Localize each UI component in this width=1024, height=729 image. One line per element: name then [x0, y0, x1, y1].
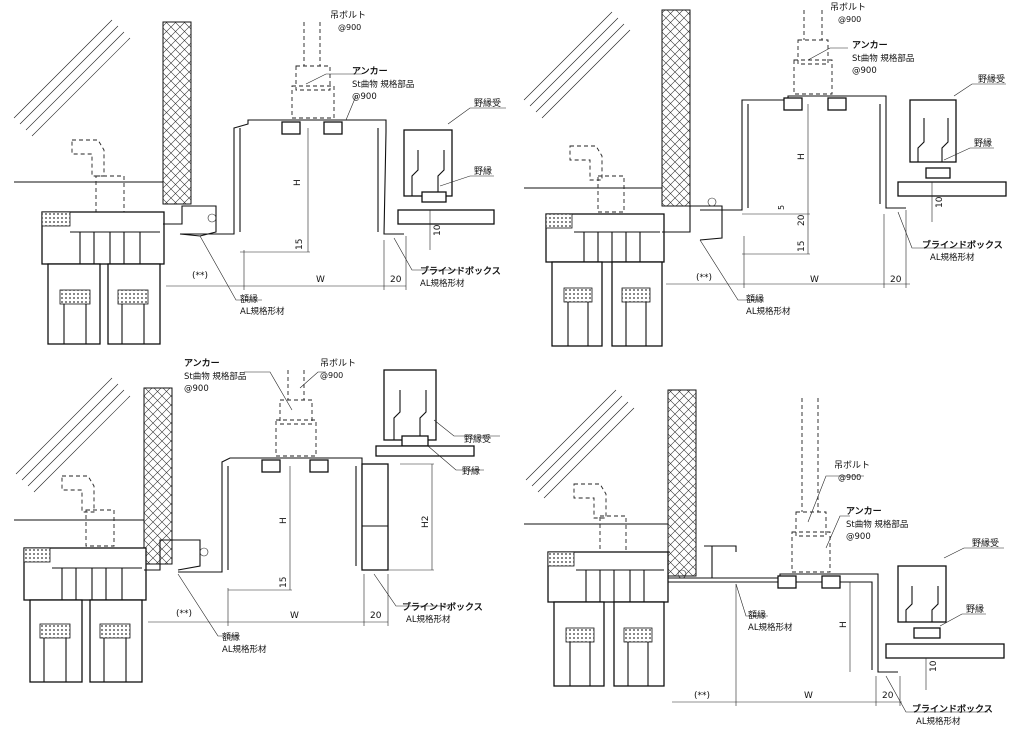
concrete-wall	[661, 9, 691, 207]
dim-w: W	[804, 691, 813, 701]
concrete-wall	[162, 21, 192, 205]
dim-15: 15	[295, 239, 305, 250]
anchor-pitch: @900	[846, 532, 871, 542]
blind-box-label: ブラインドボックス	[420, 265, 501, 277]
dim-15: 15	[279, 577, 289, 588]
anchor-pitch: @900	[352, 92, 377, 102]
blind-box	[668, 573, 898, 673]
anchor-pitch: @900	[852, 66, 877, 76]
trim-frame	[704, 545, 737, 578]
dim-w: W	[316, 275, 325, 285]
bolt-label: 吊ボルト	[330, 10, 366, 21]
anchor-spec: St曲物 規格部品	[852, 53, 914, 64]
frame-label: 額縁	[748, 609, 766, 621]
detail-3: 吊ボルト @900 アンカー St曲物 規格部品 @900 野縁受 野縁 ブライ…	[14, 358, 500, 683]
dim-note: (**)	[192, 271, 208, 281]
furring-label: 野縁	[462, 465, 480, 477]
sash-frame	[545, 213, 665, 347]
furring-receiver-label: 野縁受	[464, 433, 491, 445]
bolt-label: 吊ボルト	[320, 358, 356, 369]
anchor-spec: St曲物 規格部品	[184, 371, 246, 382]
glass-hatch	[13, 19, 131, 137]
frame-material: AL規格形材	[222, 644, 267, 655]
sash-frame	[547, 551, 669, 687]
frame-material: AL規格形材	[746, 306, 791, 317]
furring-receiver-label: 野縁受	[972, 537, 999, 549]
bolt-pitch: @900	[320, 371, 343, 380]
dim-20: 20	[890, 275, 902, 285]
sash-frame	[23, 547, 147, 683]
concrete-wall	[667, 389, 697, 577]
glass-hatch	[525, 389, 635, 499]
dim-20: 20	[390, 275, 402, 285]
anchor-label: アンカー	[852, 40, 888, 51]
anchor-label: アンカー	[184, 358, 220, 369]
dim-h: H	[797, 153, 807, 160]
detail-4: 吊ボルト @900 アンカー St曲物 規格部品 @900 野縁受 野縁 ブライ…	[524, 389, 1005, 727]
blind-box-material: AL規格形材	[930, 252, 975, 263]
dim-20-upper: 20	[797, 214, 807, 226]
dim-note: (**)	[696, 273, 712, 283]
frame-label: 額縁	[746, 293, 764, 305]
frame-label: 額縁	[222, 631, 240, 643]
bolt-pitch: @900	[838, 473, 861, 482]
blind-box-material: AL規格形材	[406, 614, 451, 625]
detail-2: 吊ボルト @900 アンカー St曲物 規格部品 @900 野縁受 野縁 ブライ…	[523, 2, 1007, 347]
trim-frame	[144, 539, 201, 571]
frame-material: AL規格形材	[240, 306, 285, 317]
anchor-spec: St曲物 規格部品	[846, 519, 908, 530]
furring-label: 野縁	[974, 137, 992, 149]
dim-10: 10	[433, 224, 443, 236]
dim-h: H	[839, 621, 849, 628]
bolt-label: 吊ボルト	[830, 2, 866, 13]
blind-box-label: ブラインドボックス	[922, 239, 1003, 251]
dim-h2: H2	[421, 516, 431, 529]
dim-note: (**)	[694, 691, 710, 701]
glass-hatch	[15, 377, 131, 493]
furring-receiver-label: 野縁受	[978, 73, 1005, 85]
blind-box-label: ブラインドボックス	[402, 601, 483, 613]
detail-1: 吊ボルト @900 アンカー St曲物 規格部品 @900 野縁受 野縁 ブライ…	[13, 10, 506, 345]
furring-label: 野縁	[966, 603, 984, 615]
dim-5: 5	[777, 205, 786, 210]
anchor-label: アンカー	[352, 66, 388, 77]
dim-10: 10	[929, 660, 939, 672]
trim-frame	[662, 205, 723, 241]
dim-20: 20	[370, 611, 382, 621]
dim-note: (**)	[176, 609, 192, 619]
furring-receiver-label: 野縁受	[474, 97, 501, 109]
anchor-spec: St曲物 規格部品	[352, 79, 414, 90]
dim-20: 20	[882, 691, 894, 701]
bolt-label: 吊ボルト	[834, 460, 870, 471]
furring-label: 野縁	[474, 165, 492, 177]
blind-box-label: ブラインドボックス	[912, 703, 993, 715]
blind-box-material: AL規格形材	[420, 278, 465, 289]
dim-h: H	[293, 179, 303, 186]
anchor-label: アンカー	[846, 506, 882, 517]
blind-box	[178, 457, 386, 573]
dimensions	[666, 104, 933, 288]
frame-label: 額縁	[240, 293, 258, 305]
blind-box	[700, 95, 906, 211]
dim-15: 15	[797, 241, 807, 252]
dim-w: W	[810, 275, 819, 285]
sash-frame	[41, 211, 165, 345]
blind-box	[180, 119, 404, 235]
dim-10: 10	[935, 196, 945, 208]
glass-hatch	[523, 11, 631, 119]
dim-w: W	[290, 611, 299, 621]
dimensions	[148, 463, 434, 626]
blind-box-material: AL規格形材	[916, 716, 961, 727]
bolt-pitch: @900	[838, 15, 861, 24]
bolt-pitch: @900	[338, 23, 361, 32]
dimensions	[166, 128, 431, 290]
concrete-wall	[143, 387, 173, 565]
dim-h: H	[279, 517, 289, 524]
frame-material: AL規格形材	[748, 622, 793, 633]
anchor-pitch: @900	[184, 384, 209, 394]
trim-frame	[163, 205, 217, 237]
